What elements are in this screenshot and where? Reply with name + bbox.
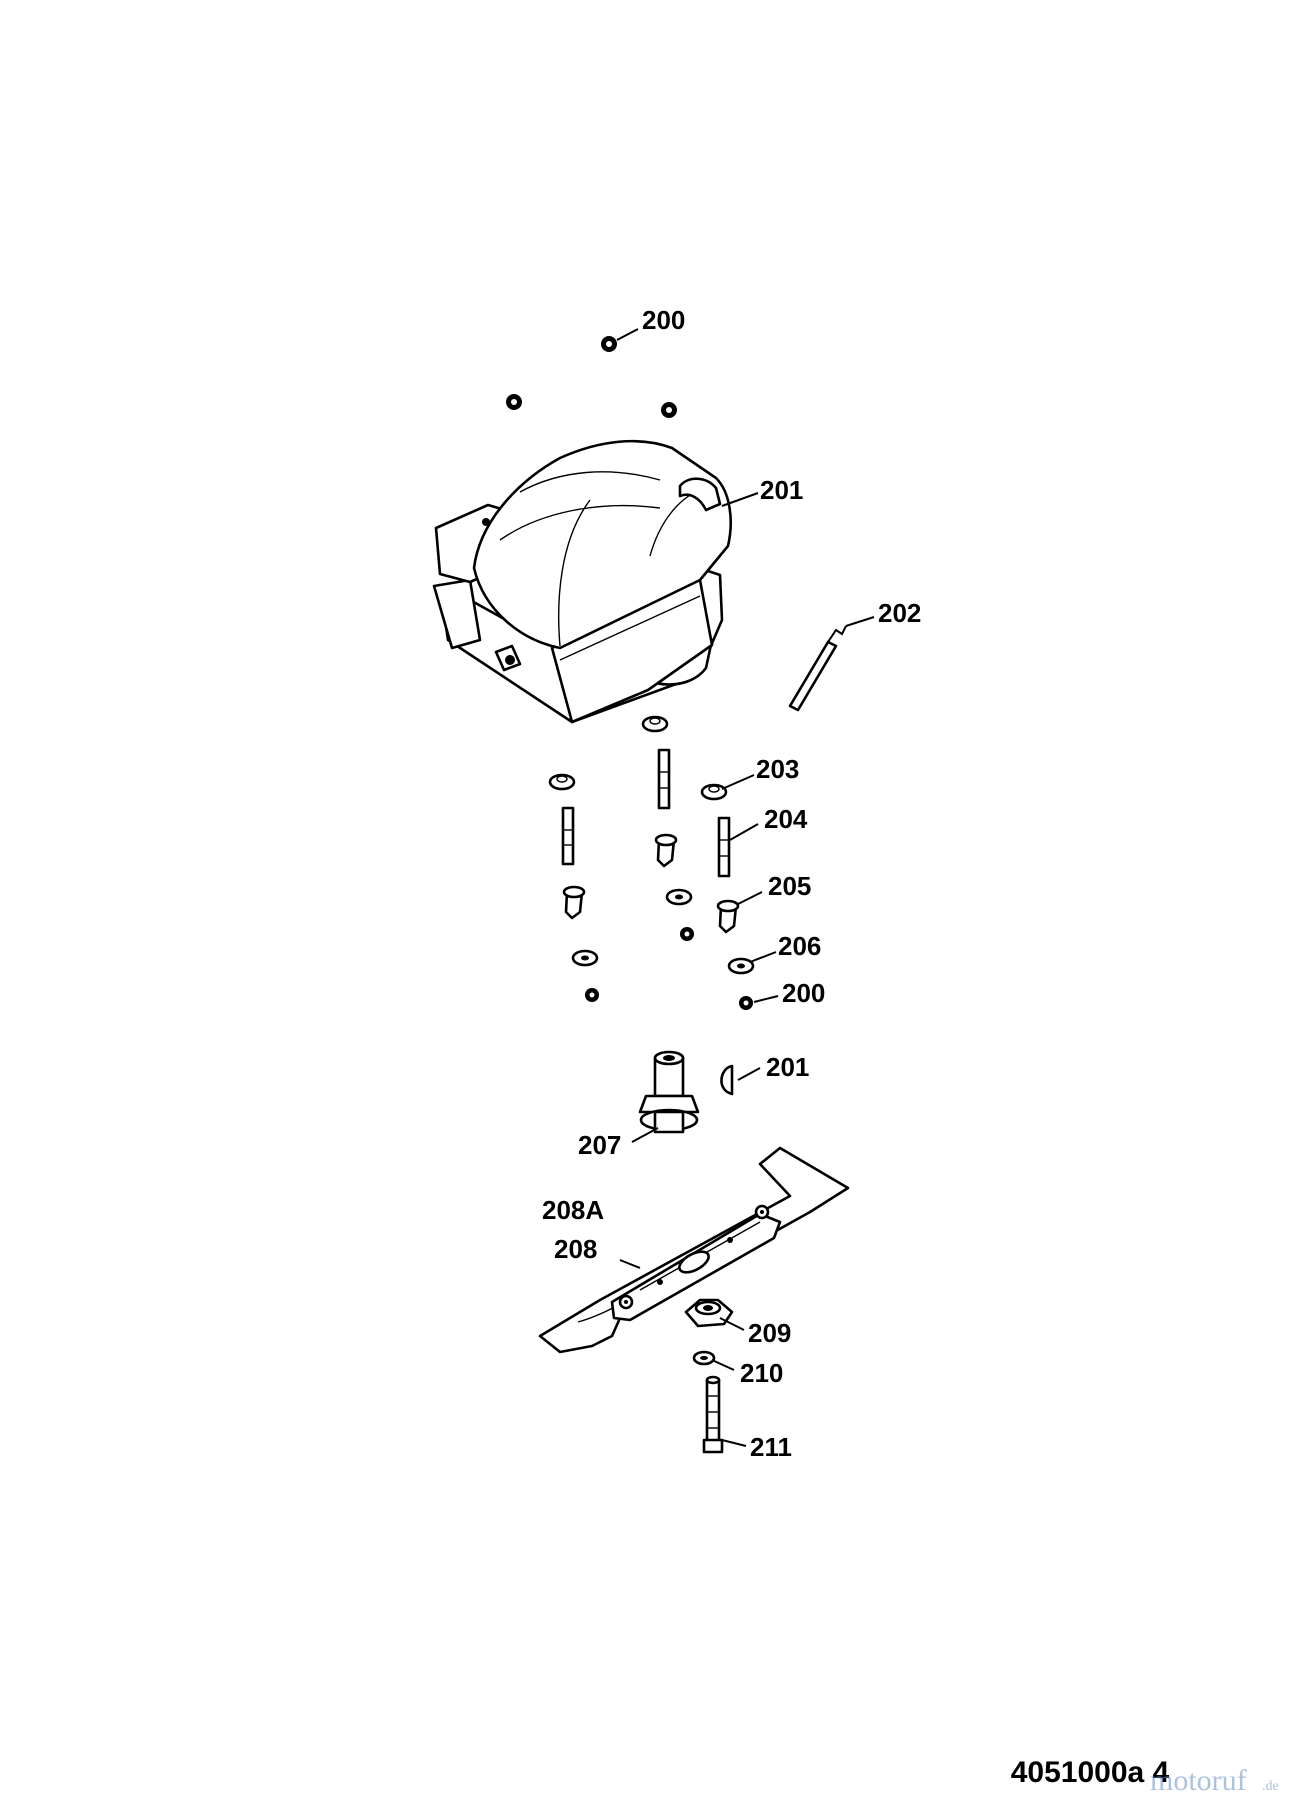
drawing-number: 4051000a 4: [1011, 1756, 1170, 1789]
callout-205: 205: [768, 871, 811, 901]
watermark-logo: motoruf: [1150, 1764, 1247, 1797]
callout-201-key: 201: [766, 1052, 809, 1082]
mount-stack-right: [700, 783, 755, 1010]
mower-blade-208: [538, 1146, 850, 1354]
dipstick-202: [788, 625, 847, 712]
engine-assembly: [432, 439, 732, 724]
callout-207: 207: [578, 1130, 621, 1160]
callout-201-engine: 201: [760, 475, 803, 505]
mount-stack-left: [548, 773, 599, 1002]
callout-203: 203: [756, 754, 799, 784]
callout-204: 204: [764, 804, 808, 834]
washer-206: [727, 957, 755, 975]
blade-retainer-209: [684, 1298, 734, 1328]
callout-209: 209: [748, 1318, 791, 1348]
callout-210: 210: [740, 1358, 783, 1388]
callout-208: 208: [554, 1234, 597, 1264]
blade-adapter-207: [638, 1050, 700, 1134]
key-201: [720, 1064, 734, 1096]
leader-lines: [616, 328, 875, 1447]
callout-200-top: 200: [642, 305, 685, 335]
spacer-203: [700, 783, 728, 801]
nut-200-left: [506, 394, 522, 410]
stud-204: [717, 816, 731, 878]
watermark-suffix: .de: [1262, 1779, 1279, 1794]
washer-210: [692, 1350, 716, 1366]
blade-bolt-211: [702, 1375, 724, 1454]
callout-211: 211: [750, 1432, 792, 1462]
callout-208a: 208A: [542, 1195, 604, 1225]
mount-stack-middle: [641, 715, 694, 941]
nut-200-right: [661, 402, 677, 418]
callout-206: 206: [778, 931, 821, 961]
callout-200-lower: 200: [782, 978, 825, 1008]
nut-200-lower: [739, 996, 753, 1010]
bushing-205: [716, 899, 740, 934]
nut-200-top: [601, 336, 617, 352]
callout-202: 202: [878, 598, 921, 628]
